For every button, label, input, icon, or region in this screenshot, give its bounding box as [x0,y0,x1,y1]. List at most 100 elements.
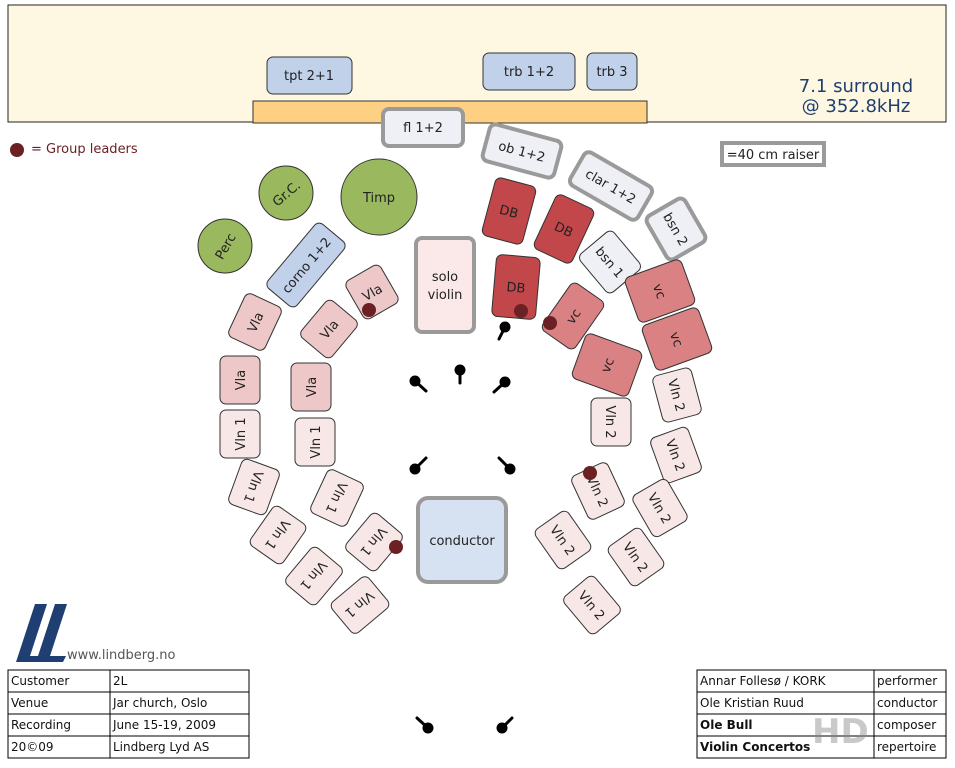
left-info-table: Customer 2L Venue Jar church, Oslo Recor… [7,669,250,759]
seat-vln2-2: Vln 2 [652,367,702,423]
svg-text:vc: vc [564,306,585,327]
svg-text:Vla: Vla [234,370,249,390]
left-value-4: Lindberg Lyd AS [113,740,209,754]
left-value-1: 2L [113,674,128,688]
seat-ob: ob 1+2 [480,122,564,180]
mic-8 [496,716,514,734]
seat-vc-1: vc [541,282,605,350]
seat-vln2-4: Vln 2 [571,462,625,520]
right-info-table: Annar Follesø / KORK performer Ole Krist… [696,669,947,759]
seat-vln1-7: Vln 1 [285,546,343,606]
mic-1 [454,364,466,385]
svg-text:vc: vc [666,330,685,349]
mic-6 [497,456,516,475]
seat-tpt: tpt 2+1 [266,56,353,95]
seat-solo-violin: solo violin [414,236,476,334]
seat-vln1-3: Vln 1 [228,458,280,516]
left-label-4: 20©09 [11,740,54,754]
group-leader-dots [362,303,597,554]
svg-text:DB: DB [498,203,520,222]
svg-text:fl 1+2: fl 1+2 [403,121,443,136]
leader-dot-vla [362,303,376,317]
seat-vln2-6: Vln 2 [534,510,592,570]
right-value-3: Ole Bull [700,718,753,732]
left-label-1: Customer [11,674,69,688]
left-label-2: Venue [11,696,48,710]
svg-text:tpt 2+1: tpt 2+1 [284,69,334,84]
svg-text:trb 1+2: trb 1+2 [504,65,554,80]
seat-vln1-5: Vln 1 [249,505,307,565]
legend-group-leaders: = Group leaders [31,142,138,157]
seat-vln2-5: Vln 2 [632,478,688,538]
svg-text:violin: violin [428,288,463,303]
seat-corno: corno 1+2 [266,222,346,308]
svg-text:Vln 1: Vln 1 [309,425,324,458]
seat-gran-cassa: Gr.C. [258,165,314,221]
leader-dot-db [514,304,528,318]
seat-vln1-1: Vln 1 [219,409,261,459]
seat-trb-3: trb 3 [586,52,638,91]
seat-vln1-6: Vln 1 [345,512,403,572]
website-link[interactable]: www.lindberg.no [67,648,176,663]
svg-text:Vln 1: Vln 1 [234,417,249,450]
legend-leader-dot [10,143,24,157]
right-value-1: Annar Follesø / KORK [700,674,827,688]
mic-3 [409,375,428,393]
seat-vla-5: Vla [290,362,332,412]
svg-text:=40 cm raiser: =40 cm raiser [727,148,820,163]
right-label-2: conductor [877,696,937,710]
svg-text:Vln 2: Vln 2 [602,405,617,438]
hd-watermark: HD [812,712,869,752]
svg-text:Vla: Vla [305,377,320,397]
seat-vln2-3: Vln 2 [650,426,702,484]
left-value-3: June 15-19, 2009 [112,718,216,732]
seat-trb-1-2: trb 1+2 [482,52,576,91]
right-label-1: performer [877,674,937,688]
seat-vla-4: Vla [219,355,261,405]
leader-dot-vln2 [583,466,597,480]
left-value-2: Jar church, Oslo [112,696,207,710]
seat-db-3: DB [491,254,541,320]
legend-raiser: =40 cm raiser [720,141,826,167]
right-value-2: Ole Kristian Ruud [700,696,804,710]
seat-vla-2: Vla [300,299,358,359]
seat-vln1-8: Vln 1 [330,576,390,634]
seat-vln2-7: Vln 2 [607,527,665,587]
right-value-4: Violin Concertos [700,740,810,754]
right-label-3: composer [877,718,936,732]
svg-text:vc: vc [649,282,668,301]
seat-vln2-1: Vln 2 [590,397,632,447]
seat-conductor: conductor [416,496,508,584]
seat-percussion: Perc [197,218,253,274]
mic-7 [415,716,434,734]
seat-vla-3: Vla [345,264,399,320]
left-label-3: Recording [11,718,71,732]
svg-text:Timp: Timp [362,191,395,206]
seat-fl: fl 1+2 [381,107,465,148]
seat-vln1-4: Vln 1 [310,469,364,527]
mic-2 [497,321,511,341]
svg-text:solo: solo [432,270,458,285]
microphones [409,321,516,734]
seat-db-2: DB [533,194,595,264]
leader-dot-vc [543,316,557,330]
seat-bsn-2: bsn 2 [644,196,708,262]
seat-vc-3: vc [641,307,713,371]
seat-db-1: DB [481,177,537,245]
svg-text:trb 3: trb 3 [596,65,627,80]
seat-vla-1: Vla [228,293,282,351]
svg-text:DB: DB [552,220,576,242]
svg-text:DB: DB [506,280,526,297]
seat-vln2-8: Vln 2 [563,575,621,635]
svg-text:vc: vc [599,356,618,375]
mic-4 [492,376,511,394]
leader-dot-vln1 [389,540,403,554]
surround-line-2: @ 352.8kHz [802,96,911,117]
seat-timpani: Timp [340,158,418,236]
svg-text:conductor: conductor [429,534,495,549]
mic-5 [409,456,428,475]
seat-vc-2: vc [624,259,696,323]
surround-line-1: 7.1 surround [799,76,913,97]
lindberg-logo-icon [13,604,67,662]
